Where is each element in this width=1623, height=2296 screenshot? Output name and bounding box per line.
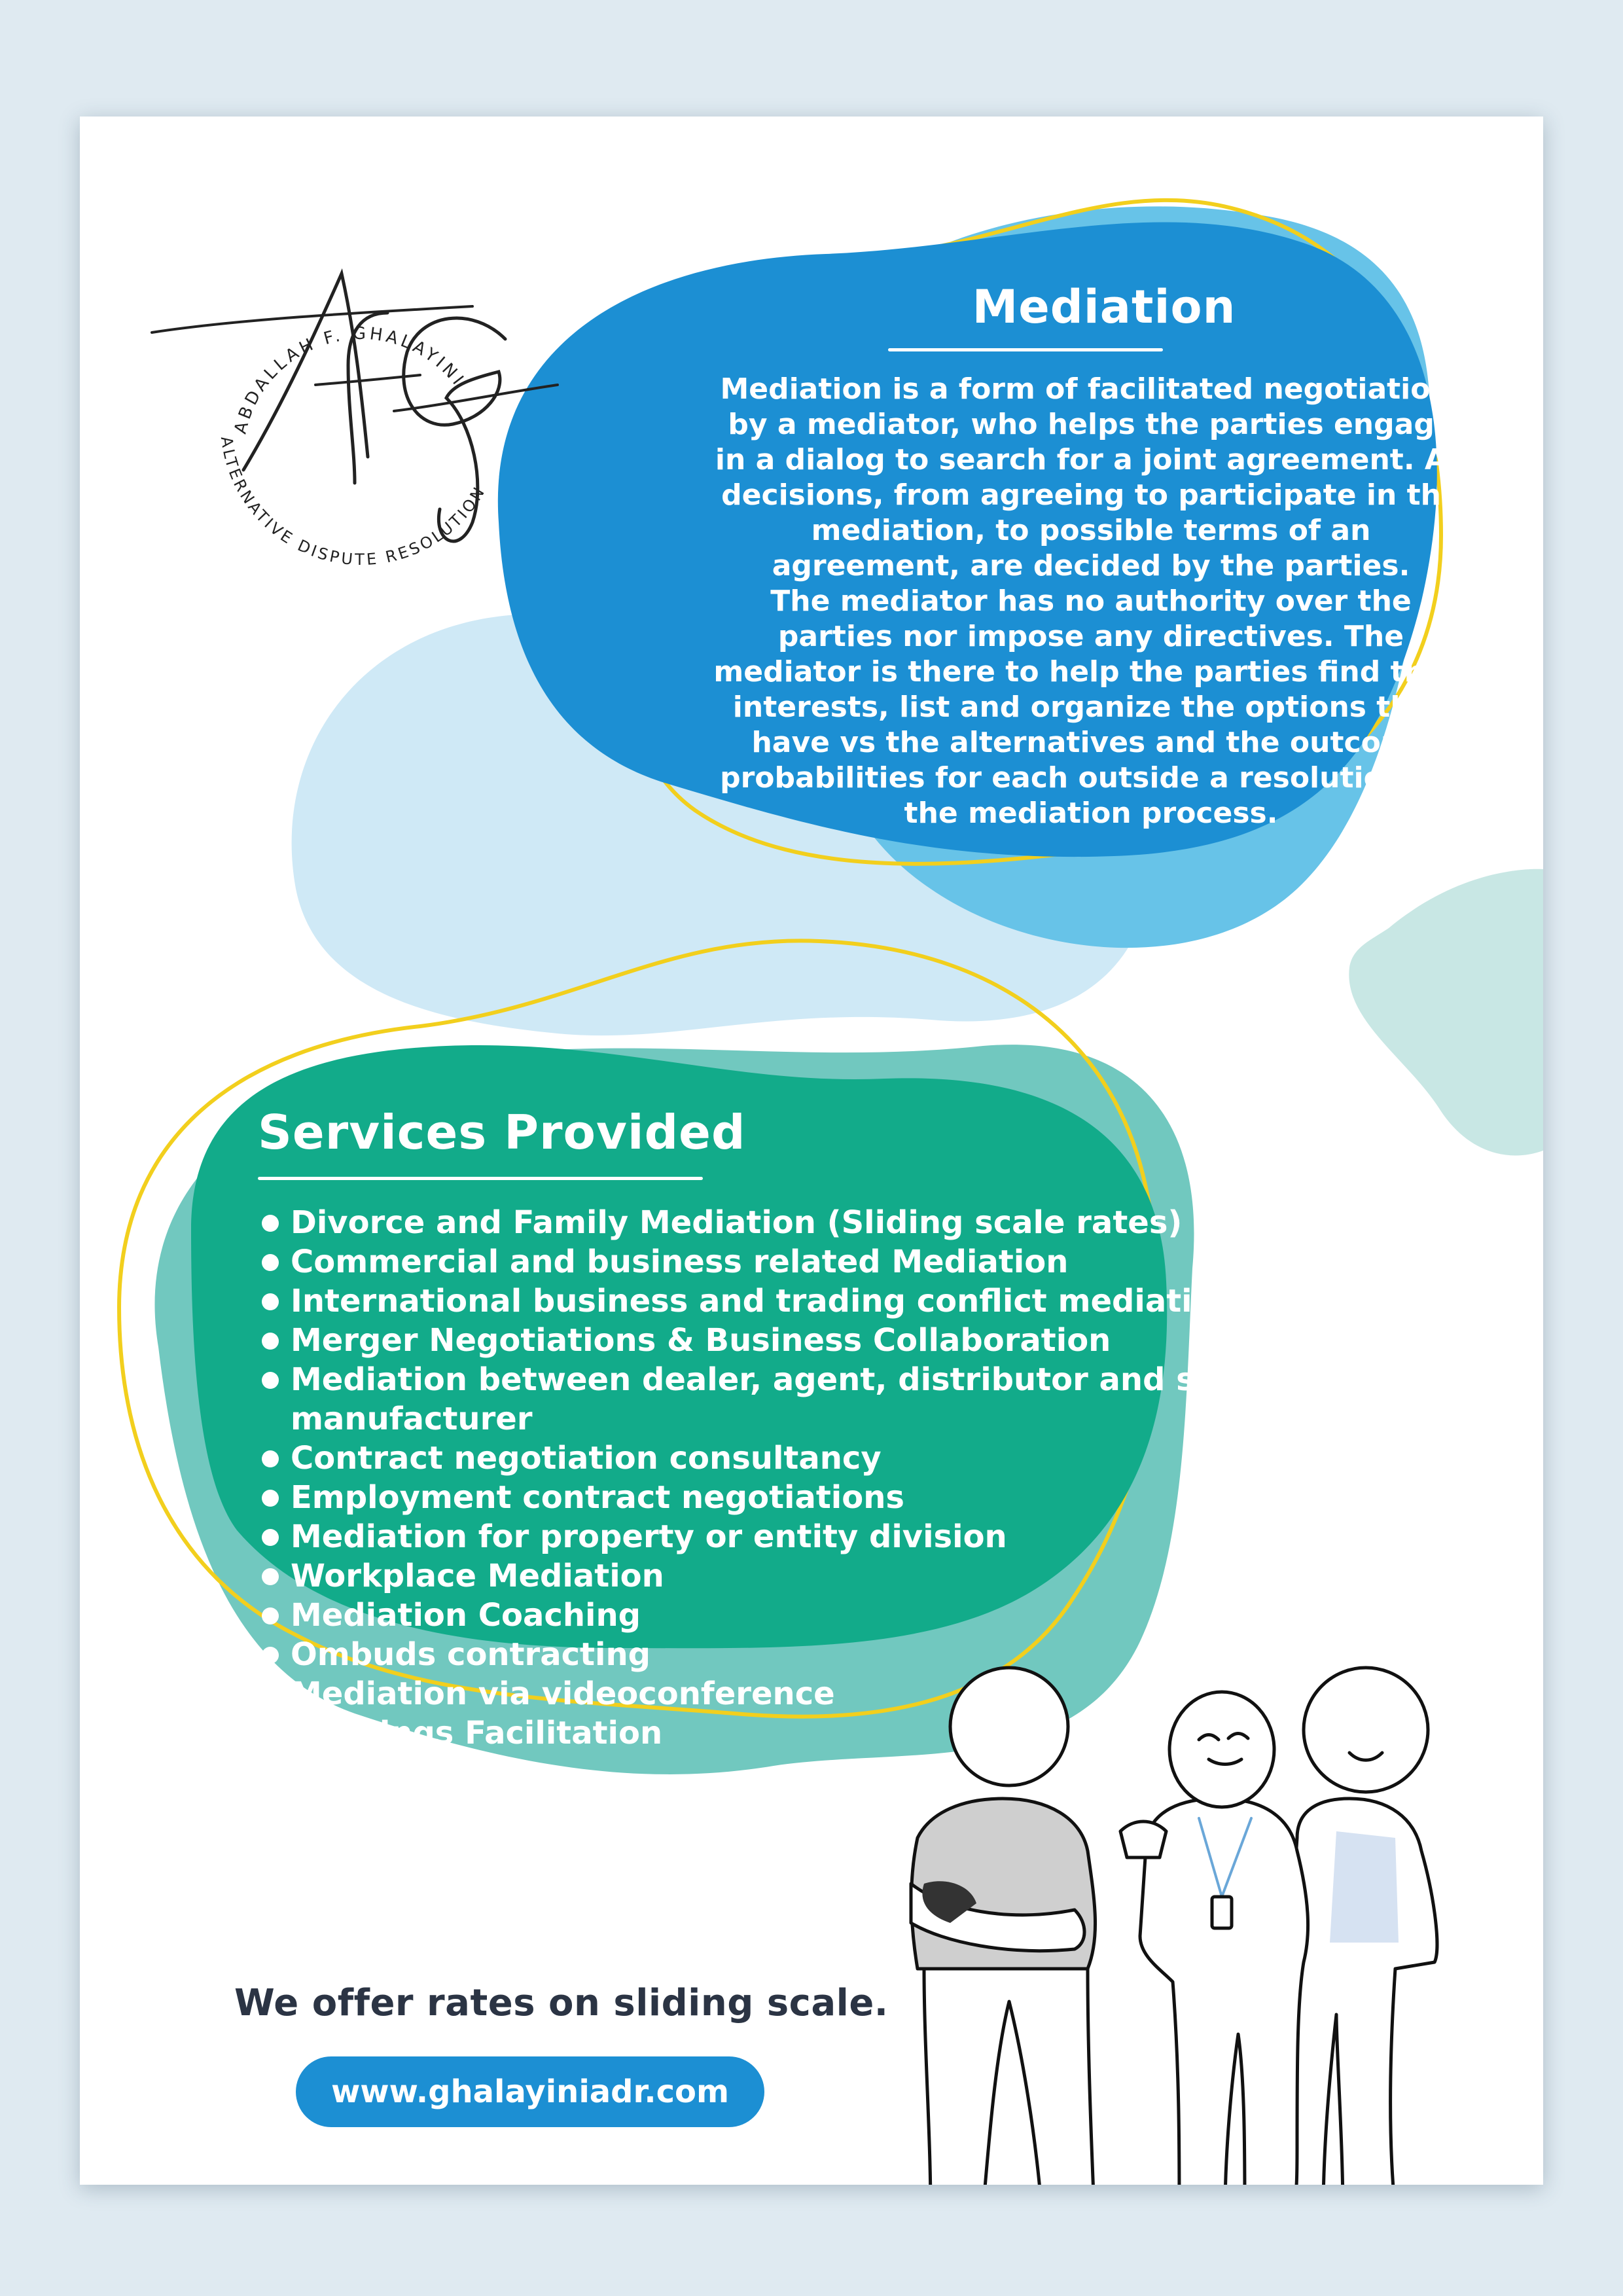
service-item: Commercial and business related Mediatio… xyxy=(262,1242,1427,1282)
website-link-button[interactable]: www.ghalayiniadr.com xyxy=(296,2056,764,2127)
bullet-icon xyxy=(262,1450,279,1467)
service-item-label: Meetings Facilitation xyxy=(291,1715,663,1751)
mediation-title-underline xyxy=(888,348,1163,351)
services-blob xyxy=(191,1045,1168,1649)
service-item-label: Mediation via videoconference xyxy=(291,1676,835,1712)
service-item: Mediation via videoconference xyxy=(262,1674,1427,1713)
mediation-title: Mediation xyxy=(972,280,1236,334)
three-people-illustration xyxy=(909,1666,1439,2185)
bullet-icon xyxy=(262,1647,279,1664)
services-list: Divorce and Family Mediation (Sliding sc… xyxy=(262,1203,1427,1753)
service-item-label: Ombuds contracting xyxy=(291,1636,651,1673)
service-item: Divorce and Family Mediation (Sliding sc… xyxy=(262,1203,1427,1242)
mediation-line: have vs the alternatives and the outcome xyxy=(751,726,1431,759)
bullet-icon xyxy=(262,1607,279,1624)
flyer-page: ABDALLAH F. GHALAYINI ALTERNATIVE DISPUT… xyxy=(80,117,1543,2185)
service-item-label: Merger Negotiations & Business Collabora… xyxy=(291,1322,1111,1359)
mediation-line: mediation, to possible terms of an xyxy=(811,514,1371,547)
bullet-icon xyxy=(262,1725,279,1742)
afg-signature-logo: ABDALLAH F. GHALAYINI ALTERNATIVE DISPUT… xyxy=(151,268,559,569)
pale-teal-blob xyxy=(1349,869,1543,1156)
mediation-line: the mediation process. xyxy=(904,797,1278,830)
mediation-line: mediator is there to help the parties fi… xyxy=(713,655,1469,689)
bullet-icon xyxy=(262,1333,279,1350)
mediation-line: Mediation is a form of facilitated negot… xyxy=(720,372,1462,406)
service-item-label: International business and trading confl… xyxy=(291,1283,1236,1319)
service-item-label: Mediation between dealer, agent, distrib… xyxy=(291,1361,1328,1437)
bullet-icon xyxy=(262,1529,279,1546)
background-blobs: ABDALLAH F. GHALAYINI ALTERNATIVE DISPUT… xyxy=(116,198,1543,2185)
service-item-label: Mediation Coaching xyxy=(291,1597,641,1634)
bullet-icon xyxy=(262,1293,279,1310)
bullet-icon xyxy=(262,1215,279,1232)
person-middle xyxy=(1118,1690,1310,2185)
service-item: Meetings Facilitation xyxy=(262,1713,1427,1753)
bullet-icon xyxy=(262,1686,279,1703)
mediation-line: agreement, are decided by the parties. xyxy=(772,549,1410,583)
mediation-line: by a mediator, who helps the parties eng… xyxy=(728,408,1454,441)
rates-note: We offer rates on sliding scale. xyxy=(234,1982,889,2024)
service-item: Employment contract negotiations xyxy=(262,1478,1427,1517)
mediation-line: in a dialog to search for a joint agreem… xyxy=(715,443,1467,476)
bullet-icon xyxy=(262,1490,279,1507)
mediation-blob xyxy=(497,222,1437,857)
services-title: Services Provided xyxy=(258,1105,746,1160)
bullet-icon xyxy=(262,1254,279,1271)
service-item: Contract negotiation consultancy xyxy=(262,1439,1427,1478)
bullet-icon xyxy=(262,1372,279,1389)
service-item: Merger Negotiations & Business Collabora… xyxy=(262,1321,1427,1360)
service-item-label: Divorce and Family Mediation (Sliding sc… xyxy=(291,1204,1183,1241)
mediation-description: Mediation is a form of facilitated negot… xyxy=(682,372,1500,831)
mediation-line: The mediator has no authority over the xyxy=(770,584,1412,618)
service-item-label: Mediation for property or entity divisio… xyxy=(291,1518,1007,1555)
service-item-label: Commercial and business related Mediatio… xyxy=(291,1244,1069,1280)
service-item: Mediation Coaching xyxy=(262,1596,1427,1635)
person-left xyxy=(909,1666,1097,2185)
mediation-line: probabilities for each outside a resolut… xyxy=(720,761,1462,795)
services-title-underline xyxy=(258,1177,703,1180)
service-item-label: Employment contract negotiations xyxy=(291,1479,904,1516)
bullet-icon xyxy=(262,1568,279,1585)
service-item: Mediation between dealer, agent, distrib… xyxy=(262,1360,1364,1439)
service-item: Workplace Mediation xyxy=(262,1556,1427,1596)
mediation-line: parties nor impose any directives. The xyxy=(777,620,1404,653)
service-item-label: Workplace Mediation xyxy=(291,1558,664,1594)
service-item-label: Contract negotiation consultancy xyxy=(291,1440,882,1477)
mediation-line: decisions, from agreeing to participate … xyxy=(721,478,1461,512)
service-item: Ombuds contracting xyxy=(262,1635,1427,1674)
person-right xyxy=(1271,1666,1439,2185)
mediation-line: interests, list and organize the options… xyxy=(732,691,1450,724)
service-item: International business and trading confl… xyxy=(262,1282,1427,1321)
service-item: Mediation for property or entity divisio… xyxy=(262,1517,1427,1556)
